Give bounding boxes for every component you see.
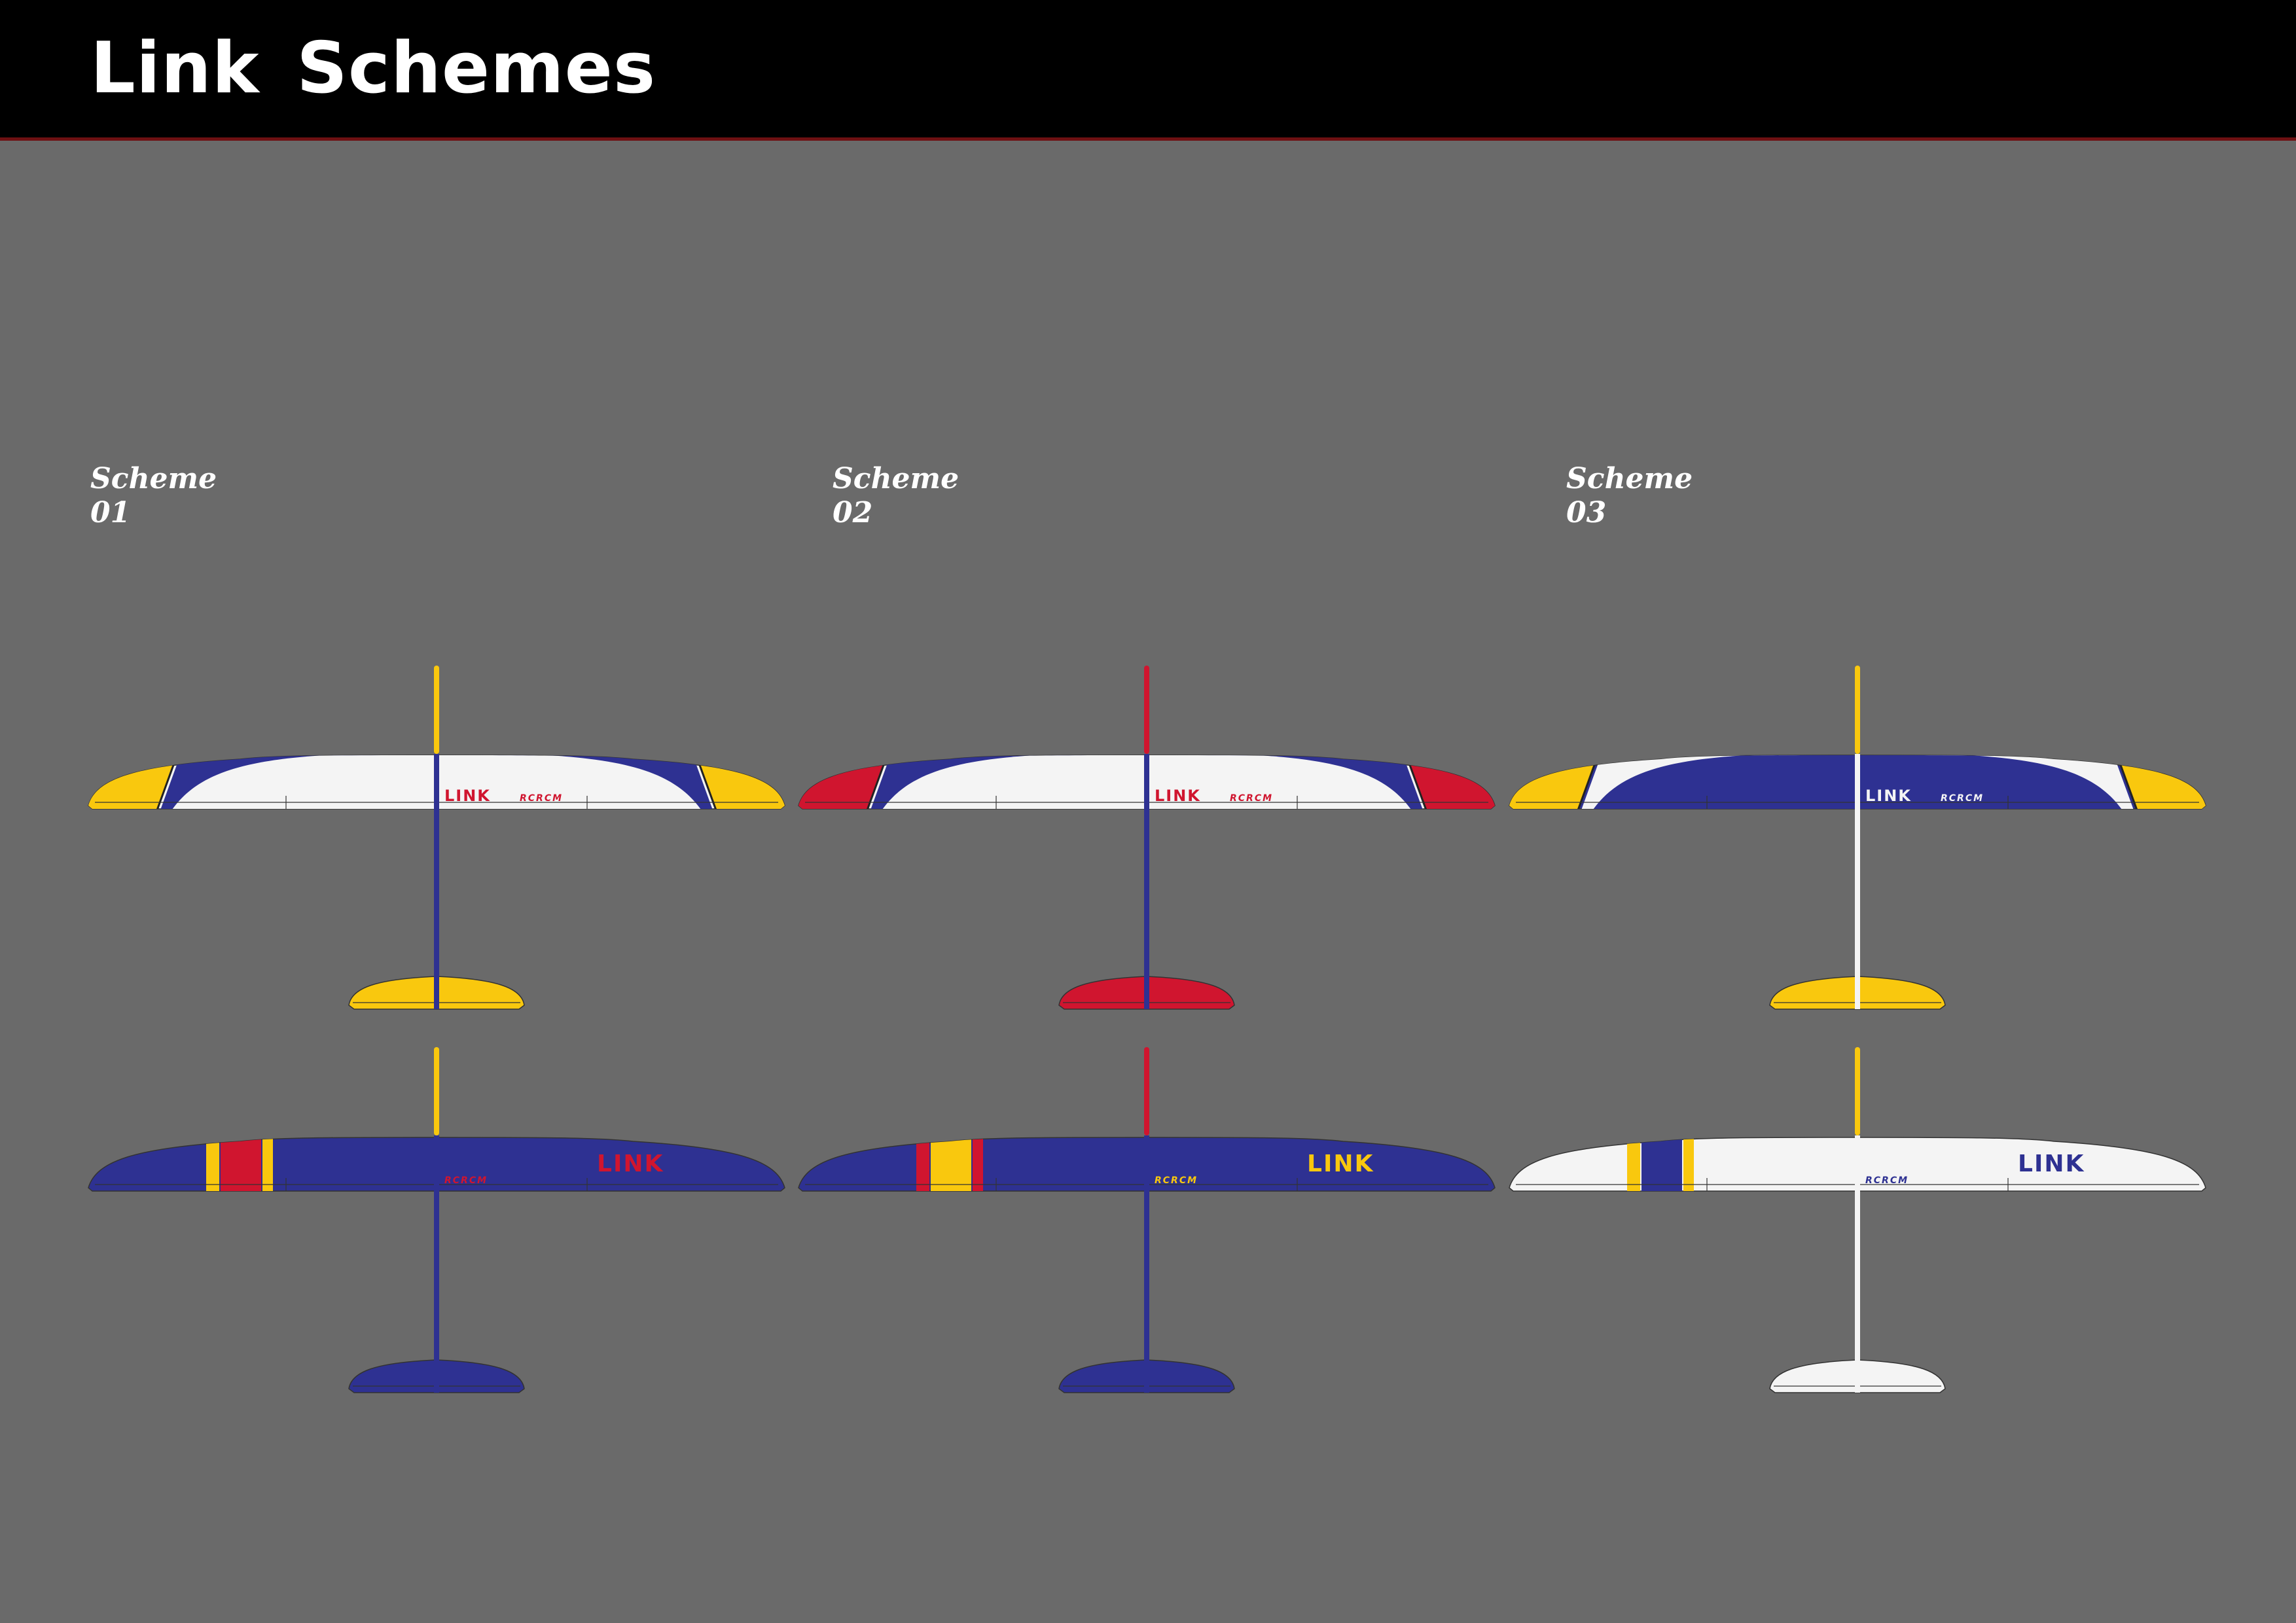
wing-stripe-1 bbox=[916, 1137, 929, 1191]
header-bar: Link Schemes bbox=[0, 0, 2296, 141]
scheme-label-02: Scheme 02 bbox=[833, 462, 1094, 530]
wing-paint bbox=[206, 1137, 273, 1191]
vertical-fin bbox=[1855, 666, 1860, 754]
logo-brand: RCRCM bbox=[1155, 1175, 1198, 1186]
page-title: Link Schemes bbox=[90, 27, 656, 109]
vertical-fin bbox=[1144, 1047, 1149, 1135]
tail-boom bbox=[1144, 1135, 1149, 1393]
logo-link: LINK bbox=[1155, 787, 1201, 805]
logo-brand: RCRCM bbox=[520, 793, 563, 804]
wing-stripe-3 bbox=[262, 1137, 273, 1191]
logo-link: LINK bbox=[597, 1150, 664, 1177]
logo-link: LINK bbox=[444, 787, 491, 805]
wing-stripe-1 bbox=[206, 1137, 219, 1191]
tail-boom bbox=[1855, 1135, 1860, 1393]
logo-link: LINK bbox=[1307, 1150, 1374, 1177]
vertical-fin bbox=[434, 1047, 439, 1135]
scheme-label-text: Scheme bbox=[833, 462, 960, 495]
scheme-01-bottom-view: LINK RCRCM bbox=[88, 1047, 785, 1393]
scheme-label-text: Scheme bbox=[90, 462, 217, 495]
wing-stripe-2 bbox=[1641, 1137, 1682, 1191]
scheme-02-bottom-view: LINK RCRCM bbox=[798, 1047, 1496, 1393]
wing-paint bbox=[916, 1137, 983, 1191]
logo-brand: RCRCM bbox=[1865, 1175, 1909, 1186]
scheme-label-text: Scheme bbox=[1566, 462, 1693, 495]
scheme-number: 01 bbox=[90, 496, 131, 529]
scheme-label-03: Scheme 03 bbox=[1566, 462, 1828, 530]
logo-brand: RCRCM bbox=[444, 1175, 488, 1186]
tail-boom bbox=[1144, 754, 1149, 1009]
scheme-label-01: Scheme 01 bbox=[90, 462, 352, 530]
tail-boom bbox=[434, 1135, 439, 1393]
wing-stripe-2 bbox=[931, 1137, 971, 1191]
wing-stripe-1 bbox=[1627, 1137, 1640, 1191]
wing-stripe-2 bbox=[221, 1137, 261, 1191]
vertical-fin bbox=[434, 666, 439, 754]
scheme-02-top-view: LINK RCRCM bbox=[798, 666, 1496, 1010]
scheme-number: 03 bbox=[1566, 496, 1607, 529]
tail-boom bbox=[1855, 754, 1860, 1009]
logo-brand: RCRCM bbox=[1230, 793, 1273, 804]
wing-stripe-3 bbox=[973, 1137, 983, 1191]
wing-paint bbox=[1627, 1137, 1694, 1191]
logo-brand: RCRCM bbox=[1941, 793, 1984, 804]
vertical-fin bbox=[1855, 1047, 1860, 1135]
logo-link: LINK bbox=[1865, 787, 1912, 805]
logo-link: LINK bbox=[2018, 1150, 2085, 1177]
scheme-number: 02 bbox=[833, 496, 873, 529]
tail-boom bbox=[434, 754, 439, 1009]
scheme-01-top-view: LINK RCRCM bbox=[88, 666, 785, 1010]
vertical-fin bbox=[1144, 666, 1149, 754]
scheme-03-top-view: LINK RCRCM bbox=[1509, 666, 2206, 1010]
wing-stripe-3 bbox=[1683, 1137, 1694, 1191]
scheme-03-bottom-view: LINK RCRCM bbox=[1509, 1047, 2206, 1393]
